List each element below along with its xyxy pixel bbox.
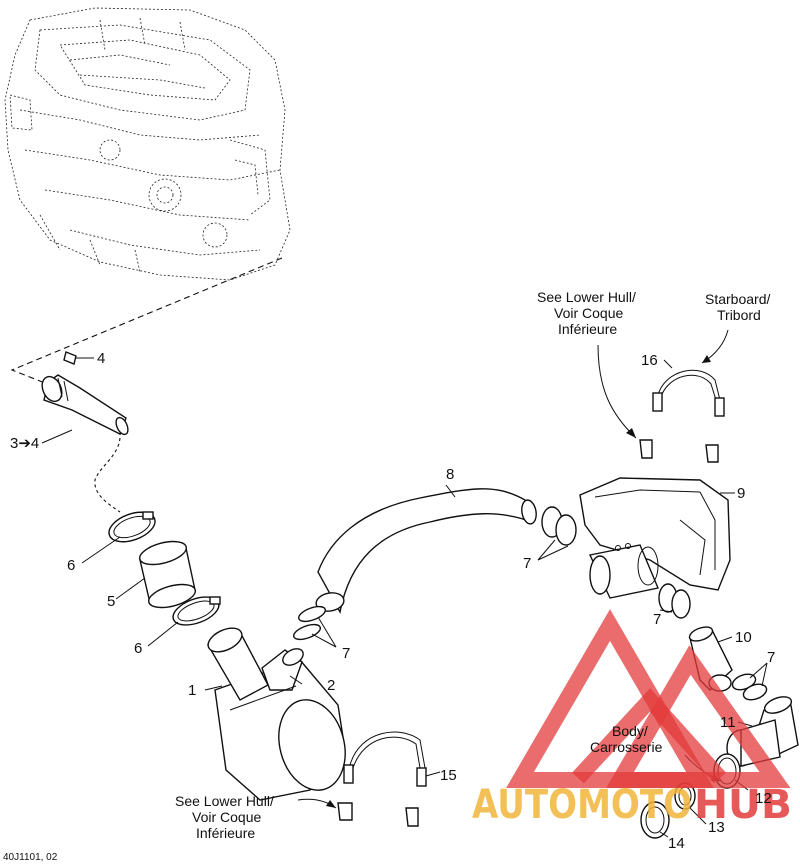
callout-3-4: 3➔4: [10, 435, 39, 452]
note-lower-hull-top: See Lower Hull/ Voir Coque Inférieure: [537, 289, 636, 337]
callout-7-upper: 7: [523, 555, 531, 572]
note-line: See Lower Hull/: [537, 289, 636, 305]
clamps-7-middle: [292, 605, 327, 641]
callout-2: 2: [327, 677, 335, 694]
engine-connection-line: [10, 257, 283, 386]
note-line: Tribord: [717, 307, 761, 323]
callout-7-right: 7: [653, 611, 661, 628]
watermark-logo: [506, 609, 791, 788]
callout-13: 13: [708, 819, 725, 836]
callout-11: 11: [720, 714, 736, 731]
callout-6-lower: 6: [134, 640, 142, 657]
note-line: Voir Coque: [554, 305, 623, 321]
callout-12: 12: [755, 790, 772, 807]
callout-15: 15: [440, 767, 457, 784]
clamp-6-lower: [172, 596, 221, 626]
callout-9: 9: [737, 485, 745, 502]
hose-5: [138, 540, 197, 609]
clamps-7-lower-right: [731, 673, 768, 701]
reference-code: 40J1101, 02: [3, 852, 58, 863]
strap-16: [639, 369, 725, 463]
callout-16: 16: [641, 352, 658, 369]
callout-8: 8: [446, 466, 454, 483]
callout-10: 10: [735, 629, 752, 646]
strap-15: [337, 731, 427, 827]
callout-7-lower-right: 7: [767, 649, 775, 666]
note-line: Voir Coque: [192, 809, 261, 825]
routing-line-left: [94, 431, 121, 513]
note-line: Carrosserie: [590, 739, 663, 755]
engine-illustration: [4, 7, 291, 281]
note-line: Inférieure: [558, 321, 617, 337]
callout-14: 14: [668, 835, 685, 852]
nut-14: [640, 801, 670, 839]
watermark-text-hub: HUB: [694, 782, 792, 828]
note-lower-hull-bottom: See Lower Hull/ Voir Coque Inférieure: [175, 793, 274, 841]
clamps-7-right: [658, 583, 691, 619]
note-body: Body/ Carrosserie: [590, 723, 663, 755]
callout-4: 4: [97, 350, 105, 367]
watermark-text-auto: AUTOMOTO: [472, 782, 692, 828]
muffler-part: [206, 627, 346, 801]
note-line: Inférieure: [196, 825, 255, 841]
clamps-7-upper: [541, 506, 577, 546]
fitting-part: [63, 351, 77, 365]
clamp-6-upper: [108, 511, 156, 543]
callout-7-middle: 7: [342, 645, 350, 662]
callout-1: 1: [188, 682, 196, 699]
note-starboard: Starboard/ Tribord: [705, 291, 770, 323]
callout-5: 5: [107, 593, 115, 610]
silencer-9: [579, 477, 731, 599]
callout-6-upper: 6: [67, 557, 75, 574]
exhaust-outlet-part: [41, 374, 129, 436]
arrow-lower-hull-top: [597, 344, 637, 439]
note-line: Body/: [612, 723, 648, 739]
note-line: See Lower Hull/: [175, 793, 274, 809]
note-line: Starboard/: [705, 291, 770, 307]
hose-8: [315, 488, 537, 615]
